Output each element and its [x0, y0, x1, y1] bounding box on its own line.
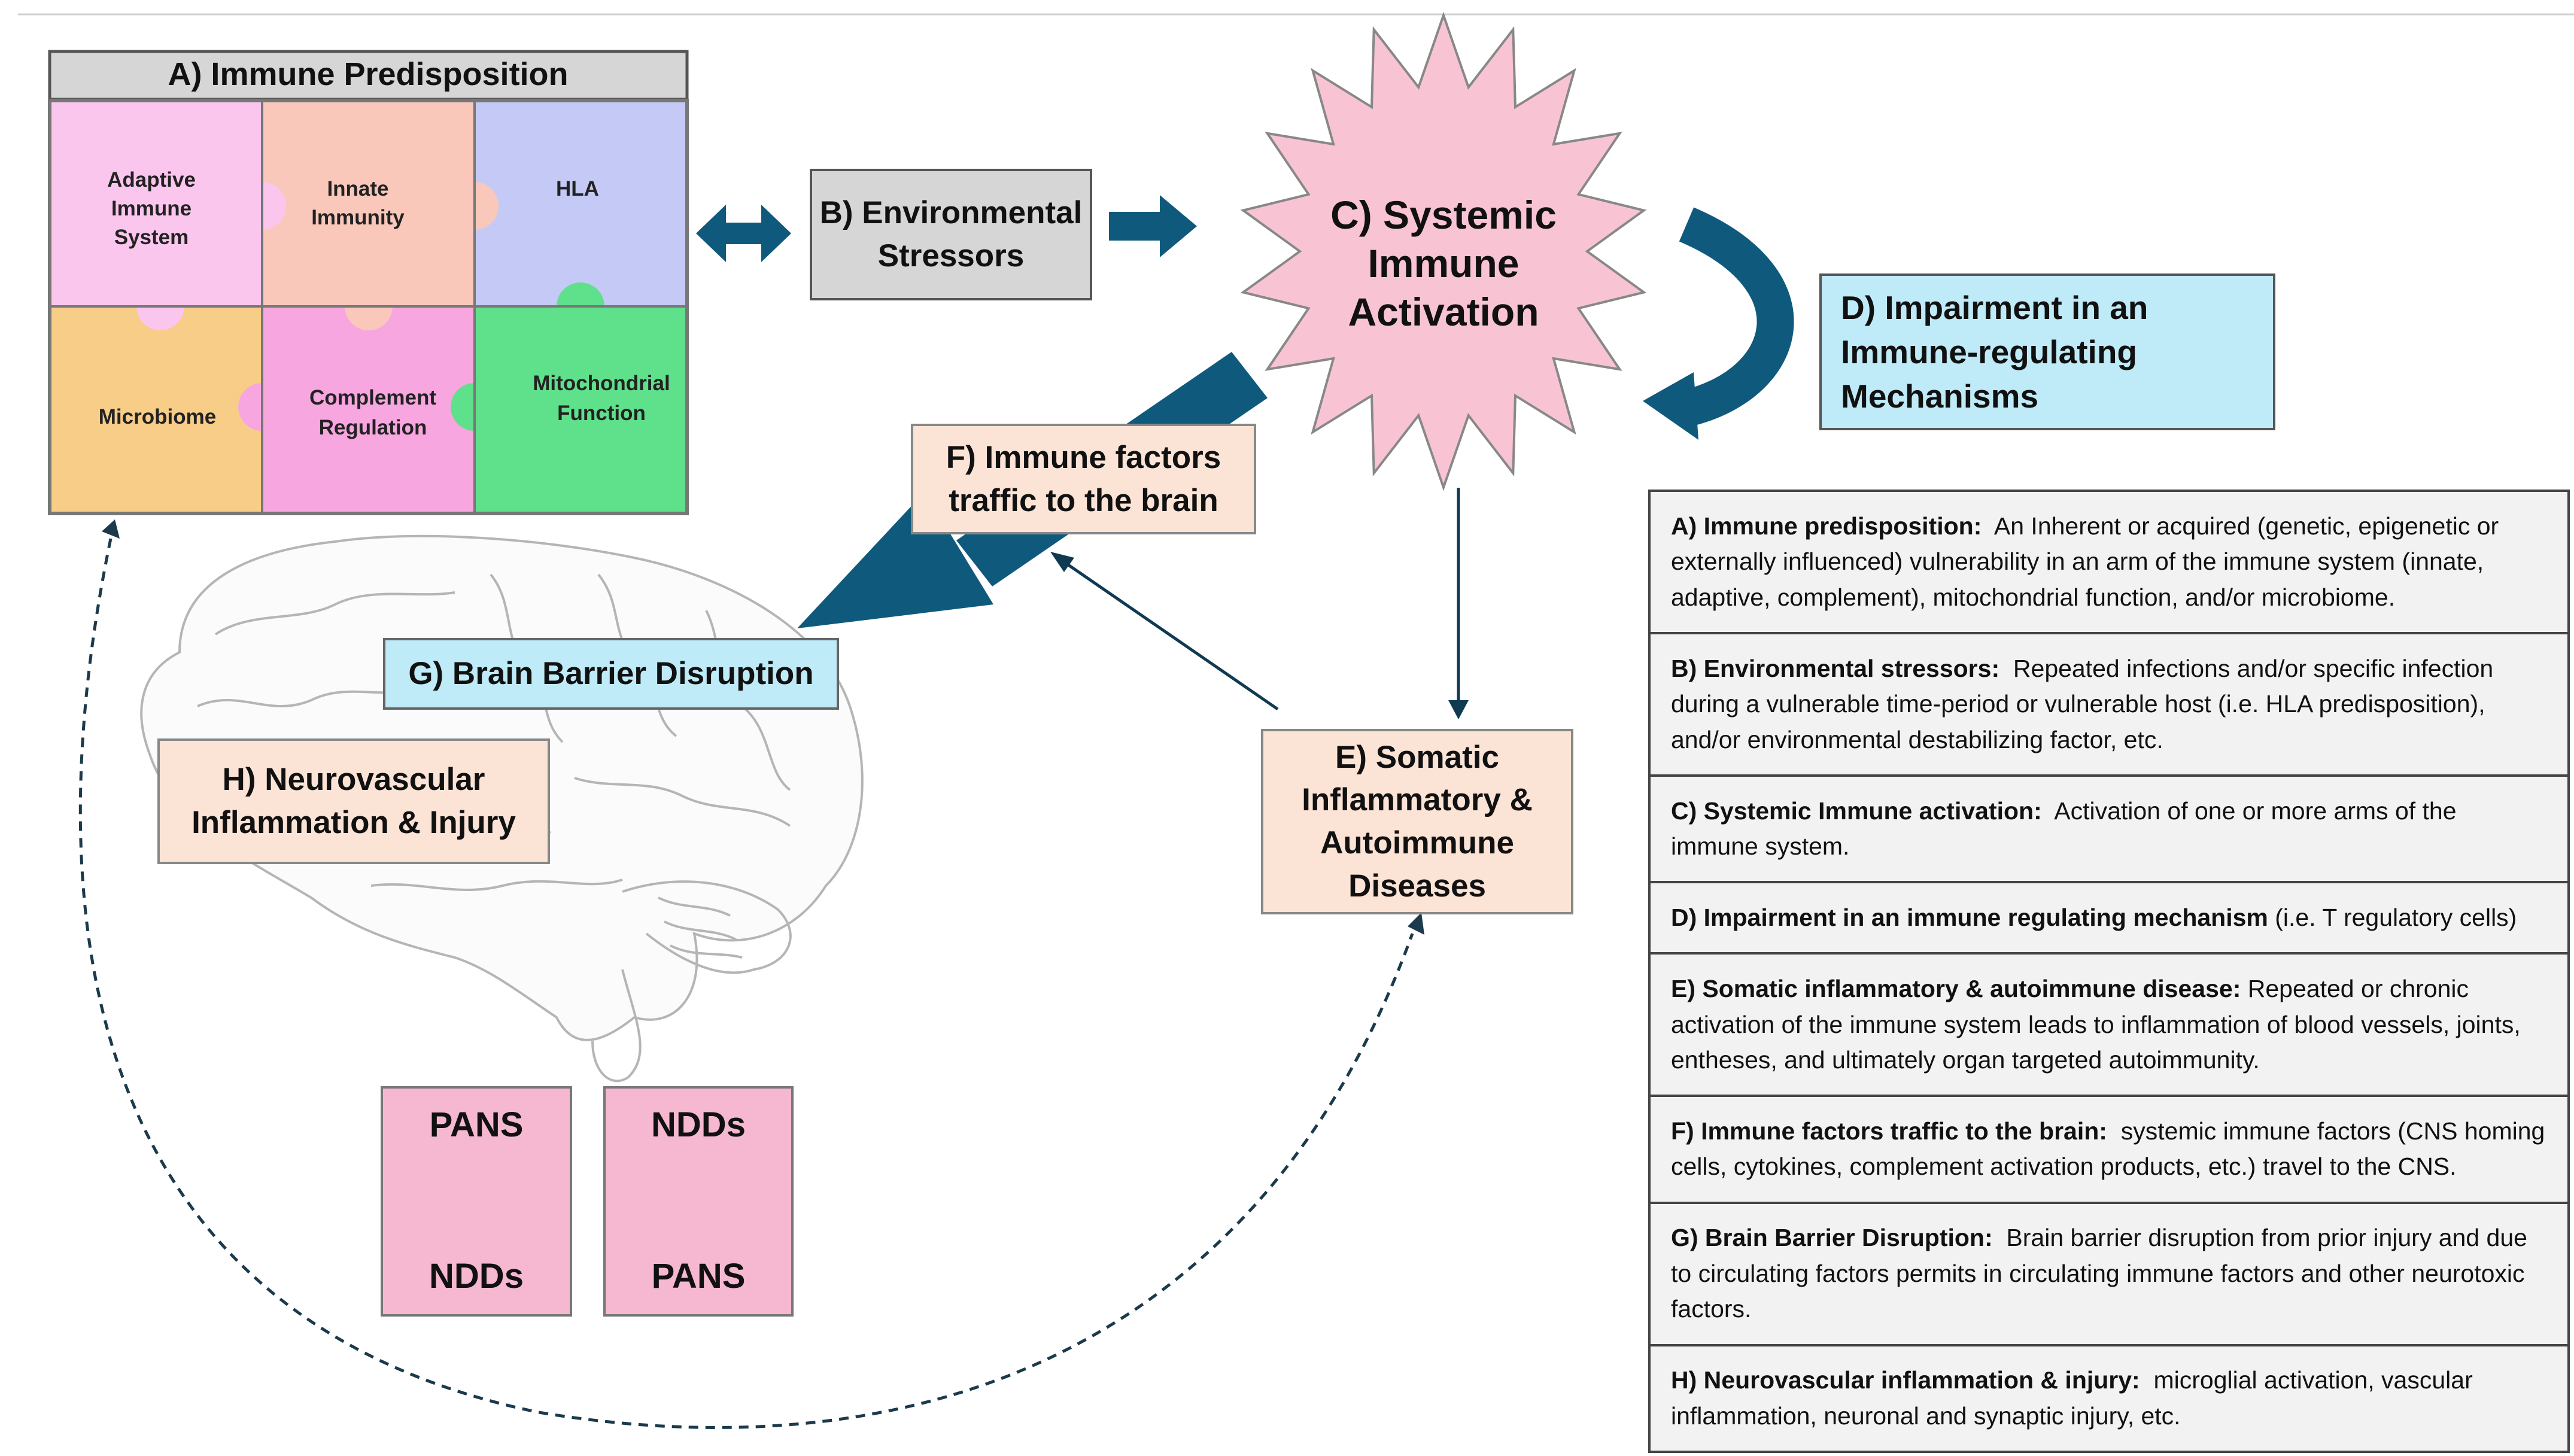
arrow-b-to-c — [1109, 195, 1197, 257]
legend-text: Brain barrier disruption from prior inju… — [1671, 1224, 2527, 1323]
legend-row: A) Immune predisposition: An Inherent or… — [1651, 492, 2567, 634]
neurovascular-label: H) Neurovascular Inflammation & Injury — [192, 762, 516, 840]
predisposition-title: A) Immune Predisposition — [168, 56, 568, 92]
legend-term: E) Somatic inflammatory & autoimmune dis… — [1671, 975, 2241, 1003]
puzzle-piece-hla — [475, 101, 687, 306]
legend-text: (i.e. T regulatory cells) — [2275, 904, 2517, 932]
pathway-to-label: NDDs — [429, 1256, 524, 1296]
puzzle-piece-microbiome — [50, 306, 262, 513]
puzzle-piece-complement — [262, 306, 475, 513]
legend-term: A) Immune predisposition: — [1671, 512, 1982, 540]
legend-text: Repeated or chronic activation of the im… — [1671, 975, 2521, 1074]
immune-traffic-box: F) Immune factors traffic to the brain — [911, 424, 1256, 534]
dashed-arrow-head-e — [1408, 913, 1424, 935]
somatic-disease-label: E) Somatic Inflammatory & Autoimmune Dis… — [1302, 739, 1533, 904]
environmental-stressors-label: B) Environmental Stressors — [819, 195, 1083, 273]
legend-term: B) Environmental stressors: — [1671, 654, 2000, 682]
legend-text: Repeated infections and/or specific infe… — [1671, 654, 2494, 753]
pathway-box-ndds-pans: NDDs PANS — [603, 1086, 794, 1317]
systemic-label-line1: C) Systemic — [1330, 193, 1557, 237]
neurovascular-box: H) Neurovascular Inflammation & Injury — [157, 738, 550, 864]
pathway-to-label: PANS — [651, 1256, 746, 1296]
feedback-curve-arrow — [1679, 207, 1794, 427]
legend-text: systemic immune factors (CNS homing cell… — [1671, 1117, 2545, 1181]
arrow-e-to-f-head — [1050, 552, 1074, 572]
legend-text: microglial activation, vascular inflamma… — [1671, 1366, 2473, 1430]
puzzle-piece-mitochondrial — [475, 306, 687, 513]
legend-term: G) Brain Barrier Disruption: — [1671, 1224, 1993, 1252]
arrow-c-to-e-head — [1448, 700, 1469, 719]
puzzle-label-hla: HLA — [556, 177, 599, 200]
legend-panel: A) Immune predisposition: An Inherent or… — [1648, 490, 2570, 1453]
legend-row: E) Somatic inflammatory & autoimmune dis… — [1651, 955, 2567, 1098]
feedback-arrow-head — [1643, 372, 1698, 440]
legend-term: F) Immune factors traffic to the brain: — [1671, 1117, 2107, 1145]
systemic-activation-star — [1240, 11, 1647, 491]
dashed-arrow-head-a — [102, 519, 120, 539]
legend-row: B) Environmental stressors: Repeated inf… — [1651, 634, 2567, 777]
pathway-from-label: PANS — [429, 1105, 524, 1144]
puzzle-piece-innate — [262, 101, 475, 306]
puzzle-grid — [50, 101, 687, 513]
systemic-label-line2: Immune — [1367, 241, 1519, 285]
puzzle-piece-adaptive — [50, 101, 262, 306]
legend-row: F) Immune factors traffic to the brain: … — [1651, 1097, 2567, 1204]
legend-term: C) Systemic Immune activation: — [1671, 797, 2042, 825]
arrow-e-to-f-line — [1061, 559, 1279, 711]
dashed-feedback-path — [78, 538, 1414, 1429]
somatic-disease-box: E) Somatic Inflammatory & Autoimmune Dis… — [1261, 729, 1573, 914]
pathway-from-label: NDDs — [651, 1105, 746, 1144]
legend-row: H) Neurovascular inflammation & injury: … — [1651, 1346, 2567, 1451]
impairment-box: D) Impairment in an Immune-regulating Me… — [1819, 273, 2275, 430]
legend-row: G) Brain Barrier Disruption: Brain barri… — [1651, 1204, 2567, 1346]
legend-row: C) Systemic Immune activation: Activatio… — [1651, 777, 2567, 884]
legend-term: D) Impairment in an immune regulating me… — [1671, 904, 2268, 932]
legend-row: D) Impairment in an immune regulating me… — [1651, 883, 2567, 955]
puzzle-frame — [48, 99, 689, 515]
brain-barrier-label: G) Brain Barrier Disruption — [408, 656, 814, 692]
legend-text: Activation of one or more arms of the im… — [1671, 797, 2457, 861]
impairment-label: D) Impairment in an Immune-regulating Me… — [1841, 288, 2148, 415]
puzzle-label-microbiome: Microbiome — [99, 405, 216, 428]
legend-text: An Inherent or acquired (genetic, epigen… — [1671, 512, 2499, 611]
brain-barrier-box: G) Brain Barrier Disruption — [383, 638, 839, 710]
environmental-stressors-box: B) Environmental Stressors — [810, 169, 1092, 300]
immune-traffic-label: F) Immune factors traffic to the brain — [946, 439, 1221, 518]
pathway-box-pans-ndds: PANS NDDs — [381, 1086, 572, 1317]
legend-term: H) Neurovascular inflammation & injury: — [1671, 1366, 2140, 1394]
double-arrow-a-b — [696, 205, 791, 262]
systemic-label-line3: Activation — [1348, 290, 1539, 334]
